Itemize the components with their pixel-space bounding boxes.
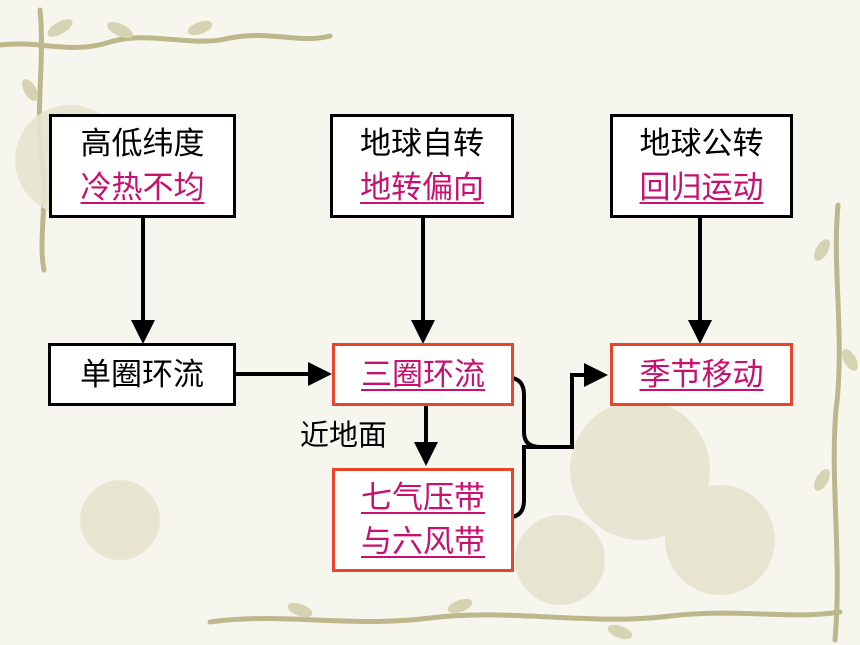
box-seasonal-shift: 季节移动: [610, 343, 793, 406]
box-triple-label: 三圈环流: [361, 356, 485, 393]
box-rev-line1: 地球公转: [639, 126, 764, 162]
box-earth-revolution: 地球公转 回归运动: [610, 114, 793, 218]
box-season-label: 季节移动: [639, 356, 764, 393]
box-lat-difference: 高低纬度 冷热不均: [49, 114, 236, 218]
box-belts-line1: 七气压带: [361, 480, 485, 516]
arrow-bracket-to-season: [536, 363, 608, 449]
box-earth-rotation: 地球自转 地转偏向: [330, 114, 514, 218]
flower-shadow: [80, 480, 160, 560]
box-lat-line1: 高低纬度: [80, 126, 205, 162]
leaf: [22, 79, 38, 101]
flower-shadow: [665, 485, 775, 595]
box-rot-line2: 地转偏向: [360, 170, 484, 206]
box-three-cell: 三圈环流: [332, 343, 514, 406]
leaf: [187, 20, 213, 36]
bracket-combine: [511, 376, 541, 519]
leaf: [287, 602, 313, 618]
near-surface-label: 近地面: [300, 418, 388, 452]
leaf: [814, 239, 830, 261]
leaf: [607, 624, 633, 640]
leaf: [107, 21, 133, 39]
leaf: [814, 469, 830, 491]
vine-bottom: [207, 609, 843, 625]
vine-top-left: [0, 32, 333, 50]
box-lat-line2: 冷热不均: [80, 170, 205, 206]
box-rev-line2: 回归运动: [639, 170, 764, 206]
box-belts-line2: 与六风带: [361, 524, 485, 560]
leaf: [47, 19, 73, 37]
vine-right-vertical: [831, 202, 842, 643]
flower-shadow: [515, 515, 605, 605]
box-single-label: 单圈环流: [80, 356, 204, 393]
leaf: [447, 598, 473, 614]
box-rot-line1: 地球自转: [360, 126, 484, 162]
box-pressure-wind-belts: 七气压带 与六风带: [332, 468, 514, 572]
leaf: [842, 349, 858, 371]
flower-shadow: [570, 400, 710, 540]
box-single-cell: 单圈环流: [48, 343, 236, 406]
